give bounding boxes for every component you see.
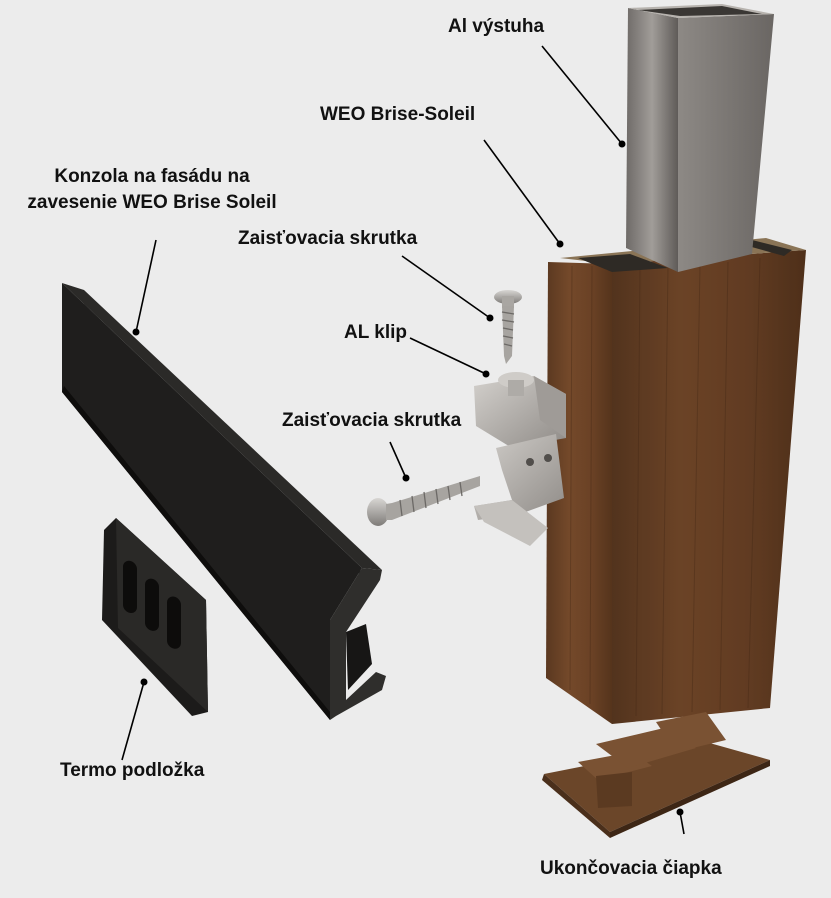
label-ukoncovacia-ciapka: Ukončovacia čiapka bbox=[540, 858, 722, 879]
label-zaistovacia-skrutka-mid: Zaisťovacia skrutka bbox=[282, 410, 462, 431]
konzola-facade-rail bbox=[62, 283, 386, 720]
label-konzola: Konzola na fasádu na zavesenie WEO Brise… bbox=[20, 164, 284, 216]
label-zaistovacia-skrutka-top: Zaisťovacia skrutka bbox=[238, 228, 418, 249]
al-vystuha-reinforcement bbox=[626, 4, 774, 272]
label-al-klip: AL klip bbox=[344, 322, 407, 343]
label-konzola-line2: zavesenie WEO Brise Soleil bbox=[27, 192, 277, 213]
termo-podlozka-pad bbox=[102, 518, 208, 716]
zaistovacia-skrutka-top bbox=[494, 290, 522, 364]
leader-lines bbox=[121, 45, 685, 835]
label-konzola-line1: Konzola na fasádu na bbox=[54, 166, 250, 187]
label-al-vystuha: Al výstuha bbox=[448, 16, 545, 37]
label-termo-podlozka: Termo podložka bbox=[60, 760, 205, 781]
label-weo-brise-soleil: WEO Brise-Soleil bbox=[320, 104, 476, 125]
ukoncovacia-ciapka-cap bbox=[542, 712, 770, 838]
zaistovacia-skrutka-mid bbox=[367, 476, 480, 526]
al-klip bbox=[474, 372, 566, 546]
weo-brise-soleil-post bbox=[546, 238, 806, 724]
